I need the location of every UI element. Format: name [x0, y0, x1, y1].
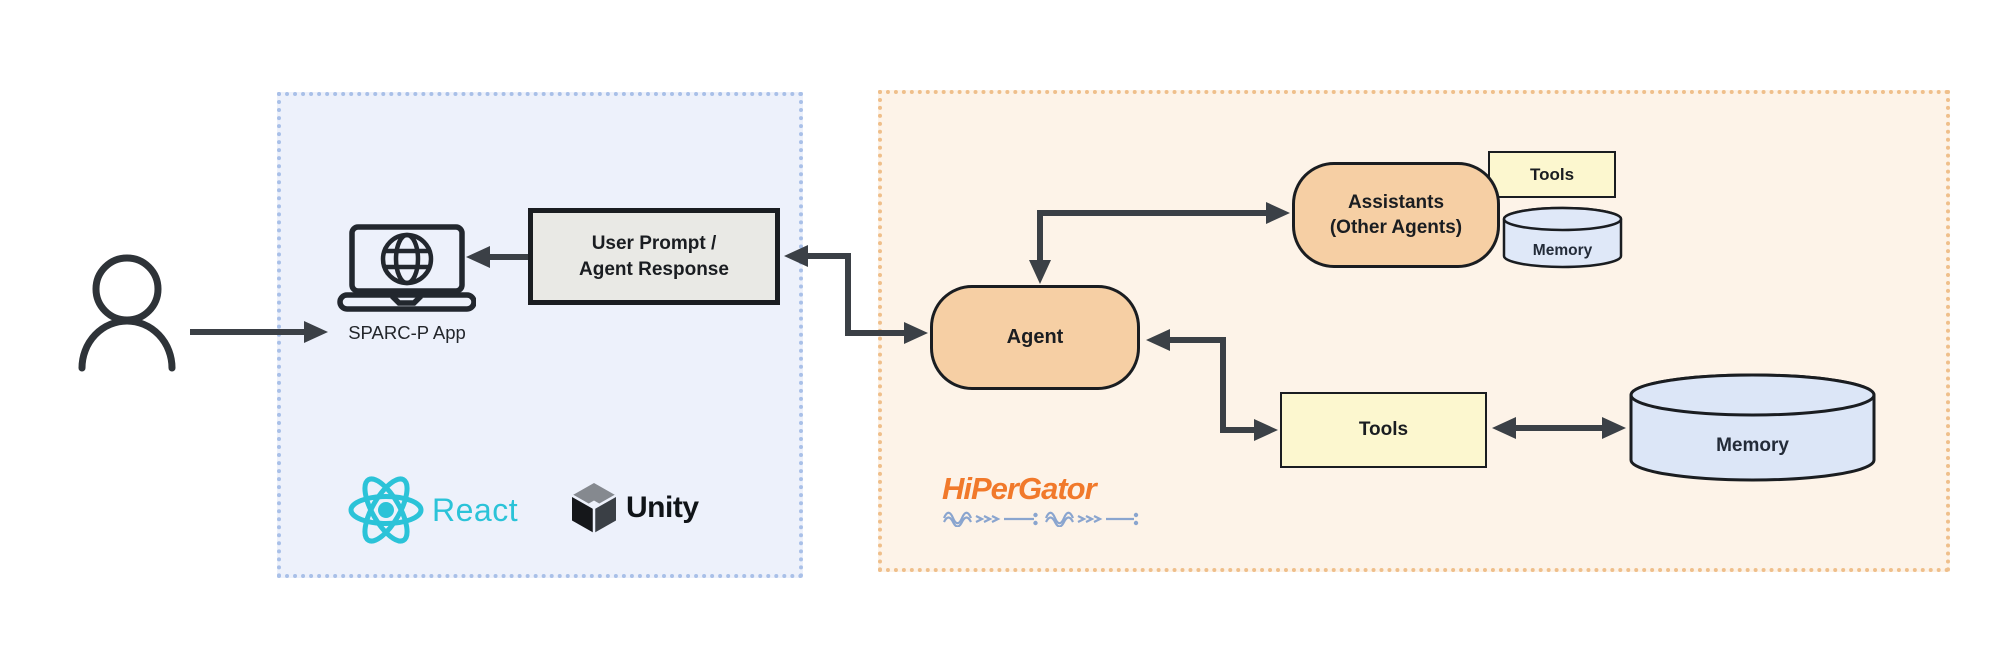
database-cylinder-icon [1629, 373, 1876, 482]
assistants-tools-label: Tools [1529, 164, 1575, 184]
unity-cube-icon [571, 483, 617, 533]
unity-logo-text: Unity [626, 491, 699, 524]
agent-node: Agent [930, 285, 1140, 390]
unity-logo: Unity [570, 482, 699, 534]
react-logo: React [346, 470, 518, 550]
connector-prompt-agent [804, 253, 906, 336]
hipergator-logo: HiPerGator [942, 471, 1142, 527]
assistants-tools-node: Tools [1488, 151, 1616, 198]
memory-node: Memory [1628, 373, 1877, 482]
hipergator-wave-icon [942, 511, 1139, 527]
tools-node: Tools [1280, 392, 1487, 468]
react-logo-text: React [432, 491, 519, 528]
react-atom-icon [348, 476, 424, 544]
assistants-line1: Assistants [1347, 192, 1445, 213]
tools-label: Tools [1358, 419, 1409, 440]
arrowheads [304, 202, 1626, 441]
connector-agent-tools [1166, 337, 1256, 433]
assistants-node: Assistants (Other Agents) [1292, 162, 1500, 268]
app-label: SPARC-P App [348, 322, 466, 343]
agent-label: Agent [1006, 326, 1064, 348]
assistants-line2: (Other Agents) [1329, 217, 1463, 238]
hipergator-logo-text: HiPerGator [942, 471, 1097, 506]
assistants-memory-node: Memory [1502, 206, 1623, 270]
memory-label: Memory [1716, 435, 1789, 456]
assistants-memory-label: Memory [1532, 242, 1593, 259]
prompt-line2: Agent Response [579, 258, 729, 280]
small-cylinder-icon [1502, 206, 1623, 269]
connector-agent-assistants [1037, 210, 1268, 262]
prompt-line1: User Prompt / [591, 232, 717, 254]
laptop-globe-icon [337, 224, 476, 312]
user-person-icon [78, 254, 176, 372]
user-prompt-box: User Prompt / Agent Response [528, 208, 780, 305]
